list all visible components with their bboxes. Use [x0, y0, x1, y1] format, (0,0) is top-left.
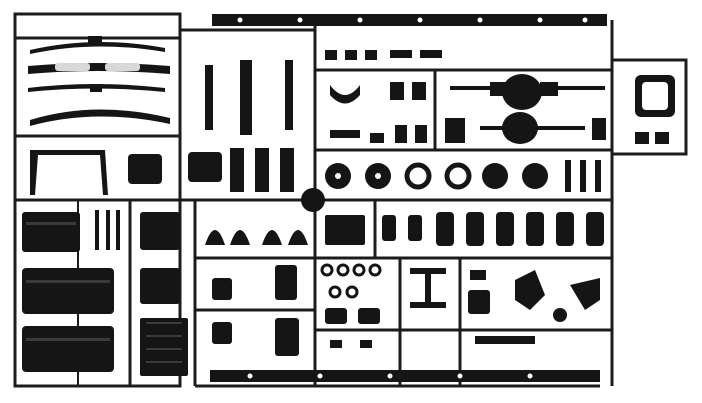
- leaf-spring-bars: [28, 36, 170, 126]
- brake-discs: [325, 160, 601, 192]
- differential-housings: [445, 74, 606, 144]
- fuel-tanks: [22, 212, 114, 372]
- shock-absorbers: [325, 212, 604, 246]
- suspension-brackets: [128, 60, 294, 192]
- chassis-rail-top: [212, 14, 607, 26]
- spare-wheel-hub: [301, 188, 325, 212]
- small-levers: [95, 210, 120, 250]
- axle-hangers: [205, 230, 308, 356]
- sprue-runner-frame: [13, 12, 688, 388]
- cross-member: [30, 150, 108, 195]
- cab-mirror-part: [635, 75, 675, 144]
- chassis-rail-bottom: [210, 370, 600, 382]
- airbag-brackets: [325, 50, 442, 143]
- battery-boxes: [140, 212, 188, 376]
- steering-linkage: [410, 268, 600, 344]
- washers-and-pins: [320, 263, 382, 348]
